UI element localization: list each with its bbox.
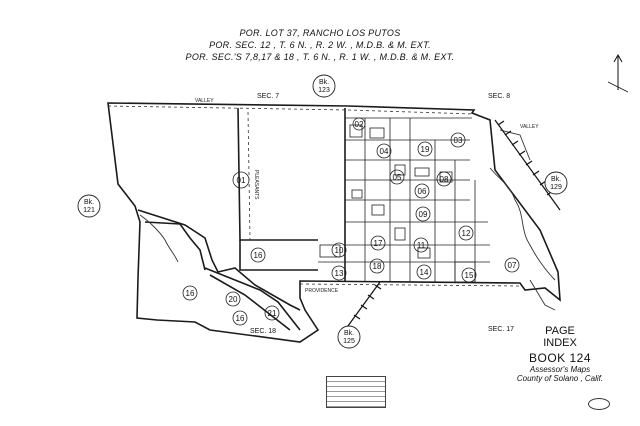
svg-text:129: 129 (550, 184, 562, 191)
svg-text:11: 11 (417, 241, 426, 250)
parcel-14: 14 (416, 264, 432, 280)
svg-text:Bk.: Bk. (344, 330, 354, 337)
svg-text:09: 09 (419, 210, 428, 219)
parcel-13: 13 (331, 265, 347, 281)
svg-text:05: 05 (393, 173, 402, 182)
svg-text:125: 125 (343, 338, 355, 345)
svg-text:16: 16 (254, 251, 263, 260)
svg-text:06: 06 (418, 187, 427, 196)
parcel-12: 12 (458, 225, 474, 241)
svg-text:08: 08 (440, 175, 449, 184)
svg-text:18: 18 (373, 262, 382, 271)
index-label: INDEX (543, 337, 577, 349)
svg-text:19: 19 (421, 145, 430, 154)
svg-text:121: 121 (83, 207, 95, 214)
svg-text:15: 15 (465, 271, 474, 280)
svg-text:02: 02 (355, 120, 364, 129)
road-label: PROVIDENCE (305, 288, 339, 294)
svg-text:10: 10 (335, 246, 344, 255)
parcel-08: 08 (436, 171, 452, 187)
svg-text:12: 12 (462, 229, 471, 238)
svg-text:21: 21 (268, 309, 277, 318)
parcel-11: 11 (413, 237, 429, 253)
parcel-01: 01 (232, 171, 250, 189)
parcel-20: 20 (225, 291, 241, 307)
index-page-label: PAGE (545, 325, 575, 337)
parcel-10: 10 (331, 242, 347, 258)
parcel-07: 07 (504, 257, 520, 273)
road-label: VALLEY (520, 124, 539, 130)
stamp-seal (588, 398, 610, 410)
page-index-box: PAGE INDEX BOOK 124 Assessor's Maps Coun… (500, 325, 620, 383)
road-label: PLEASANTS (253, 170, 259, 200)
parcel-03: 03 (450, 132, 466, 148)
parcel-15: 15 (461, 267, 477, 283)
section-label: SEC. 8 (488, 93, 510, 100)
parcel-06: 06 (414, 183, 430, 199)
svg-text:07: 07 (508, 261, 517, 270)
parcel-04: 04 (376, 143, 392, 159)
svg-text:16: 16 (186, 289, 195, 298)
svg-text:Bk.: Bk. (319, 79, 329, 86)
svg-text:14: 14 (420, 268, 429, 277)
book-ref-121: Bk.121 (77, 194, 101, 218)
section-label: SEC. 18 (250, 328, 276, 335)
svg-text:04: 04 (380, 147, 389, 156)
svg-text:20: 20 (229, 295, 238, 304)
parcel-21: 21 (264, 305, 280, 321)
svg-text:16: 16 (236, 314, 245, 323)
map-title-line1: POR. LOT 37, RANCHO LOS PUTOS (239, 28, 401, 38)
book-ref-125: Bk.125 (337, 325, 361, 349)
road-label: VALLEY (195, 98, 214, 104)
book-number: BOOK 124 (528, 351, 592, 365)
parcel-16b: 16 (182, 285, 198, 301)
section-label: SEC. 7 (257, 93, 279, 100)
book-ref-129: Bk.129 (544, 171, 568, 195)
county-label: County of Solano , Calif. (516, 374, 604, 383)
parcel-18: 18 (369, 258, 385, 274)
svg-text:Bk.: Bk. (551, 176, 561, 183)
parcel-19: 19 (417, 141, 433, 157)
section-label: SEC. 17 (488, 326, 514, 333)
map-title-line2: POR. SEC. 12 , T. 6 N. , R. 2 W. , M.D.B… (209, 40, 431, 50)
map-title-line3: POR. SEC.'S 7,8,17 & 18 , T. 6 N. , R. 1… (185, 52, 455, 62)
svg-text:123: 123 (318, 87, 330, 94)
parcel-16c: 16 (232, 310, 248, 326)
parcel-02: 02 (352, 117, 366, 131)
assessor-maps-label: Assessor's Maps (529, 365, 591, 374)
book-ref-123: Bk.123 (312, 74, 336, 98)
revision-table (326, 376, 386, 408)
parcel-16a: 16 (250, 247, 266, 263)
svg-text:03: 03 (454, 136, 463, 145)
north-arrow-icon (607, 53, 629, 93)
parcel-17: 17 (370, 235, 386, 251)
svg-text:13: 13 (335, 269, 344, 278)
parcel-label: 01 (237, 176, 246, 185)
parcel-09: 09 (415, 206, 431, 222)
svg-text:Bk.: Bk. (84, 199, 94, 206)
parcel-05: 05 (389, 169, 405, 185)
svg-text:17: 17 (374, 239, 383, 248)
outer-boundary (107, 102, 561, 343)
